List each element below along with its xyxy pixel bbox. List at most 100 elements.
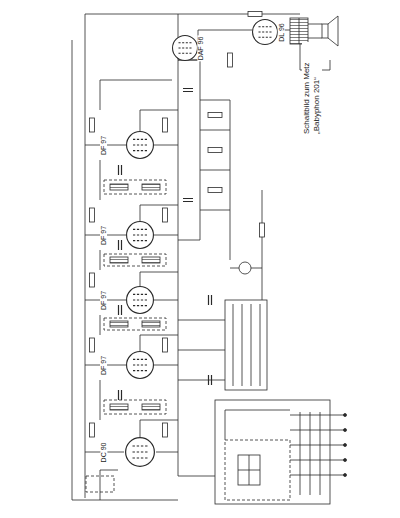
resistor-symbol — [208, 148, 222, 153]
tube-grids — [133, 446, 148, 458]
resistor-symbol — [208, 113, 222, 118]
output-stage — [308, 24, 322, 38]
output-stage — [299, 18, 300, 44]
power-supply — [290, 415, 345, 475]
if-transformer — [142, 184, 160, 190]
if-transformer — [110, 404, 128, 410]
tube-type: DF 97 — [101, 289, 108, 310]
tube-node: DC 90 — [125, 437, 155, 467]
audio-section — [262, 190, 263, 300]
tube-node: DF 97 — [126, 351, 154, 379]
power-supply — [300, 412, 320, 495]
if-transformer — [110, 321, 128, 327]
resistor-symbol — [208, 188, 222, 193]
tube-envelope — [127, 222, 154, 249]
capacitor-symbol — [119, 240, 122, 250]
if-transformer — [86, 180, 166, 492]
power-supply — [344, 414, 347, 417]
tube-grids — [133, 229, 147, 240]
tube-node: DF 97 — [126, 286, 154, 314]
diagram-title: Schaltbild zum Metz „Babyphon 201“ — [302, 42, 322, 134]
resistor-symbol — [90, 118, 95, 132]
resistor-symbol — [260, 223, 265, 237]
tube-envelope — [173, 36, 198, 61]
tube-type: DF 97 — [101, 134, 108, 155]
power-supply — [225, 410, 290, 440]
audio-section — [239, 262, 251, 274]
main-rails — [72, 40, 178, 500]
wave-switch — [178, 300, 267, 390]
power-supply — [215, 400, 347, 504]
stage-wires — [140, 110, 141, 438]
passive-components — [90, 12, 265, 438]
tube-node: DL 96 — [252, 19, 278, 45]
if-transformer — [104, 180, 166, 194]
tube-envelope — [252, 19, 278, 45]
power-supply — [238, 455, 260, 485]
capacitor-symbol — [119, 165, 122, 175]
if-transformer — [86, 476, 114, 492]
tube-grids — [133, 359, 147, 370]
power-supply — [238, 455, 260, 485]
capacitor-symbol — [119, 305, 122, 315]
main-rails — [85, 14, 300, 15]
stage-wires — [100, 80, 172, 500]
resistor-symbol — [163, 338, 168, 352]
audio-section — [178, 60, 262, 300]
power-supply — [344, 474, 347, 477]
if-transformer — [110, 257, 128, 263]
capacitor-symbol — [119, 390, 122, 400]
output-stage — [290, 18, 308, 44]
wave-switch — [233, 304, 260, 386]
tube-grids — [259, 27, 272, 37]
audio-section — [230, 268, 262, 269]
tube-type: DF 97 — [101, 224, 108, 245]
resistor-symbol — [248, 12, 262, 17]
tube-node: DF 97 — [126, 221, 154, 249]
tube-envelope — [126, 351, 154, 379]
tube-envelope — [127, 132, 154, 159]
if-transformer — [142, 404, 160, 410]
audio-section — [178, 60, 230, 260]
tube-type: DL 96 — [277, 22, 284, 42]
capacitor-symbol — [209, 375, 212, 385]
power-supply — [215, 400, 330, 504]
resistor-symbol — [228, 53, 233, 67]
resistor-symbol — [163, 118, 168, 132]
tube-envelope — [253, 20, 278, 45]
tube-envelope — [127, 287, 154, 314]
power-supply — [344, 429, 347, 432]
tube-type: DAF 96 — [197, 35, 204, 61]
output-stage — [322, 24, 328, 38]
if-transformer — [110, 184, 128, 190]
resistor-symbol — [90, 423, 95, 437]
if-transformer — [104, 400, 166, 414]
stage-wires — [85, 30, 290, 500]
main-rails — [72, 14, 300, 500]
tube-grids — [133, 294, 147, 305]
tube-type: DC 90 — [101, 441, 108, 463]
capacitor-symbol — [209, 295, 212, 305]
tube-envelope — [126, 286, 154, 314]
tube-envelope — [125, 437, 155, 467]
tube-node: DF 97 — [126, 131, 154, 159]
resistor-symbol — [163, 208, 168, 222]
if-transformer — [142, 321, 160, 327]
tube-envelope — [126, 221, 154, 249]
main-rails — [178, 14, 179, 476]
main-rails — [178, 476, 215, 477]
capacitor-symbol — [183, 89, 193, 92]
audio-section — [178, 100, 200, 240]
power-supply — [344, 459, 347, 462]
wave-switch — [178, 320, 225, 380]
output-stage — [328, 16, 338, 46]
if-transformer — [142, 257, 160, 263]
tube-node: DAF 96 — [172, 35, 198, 61]
if-transformer — [104, 318, 166, 330]
resistor-symbol — [90, 208, 95, 222]
resistor-symbol — [90, 273, 95, 287]
main-rails — [85, 14, 86, 498]
